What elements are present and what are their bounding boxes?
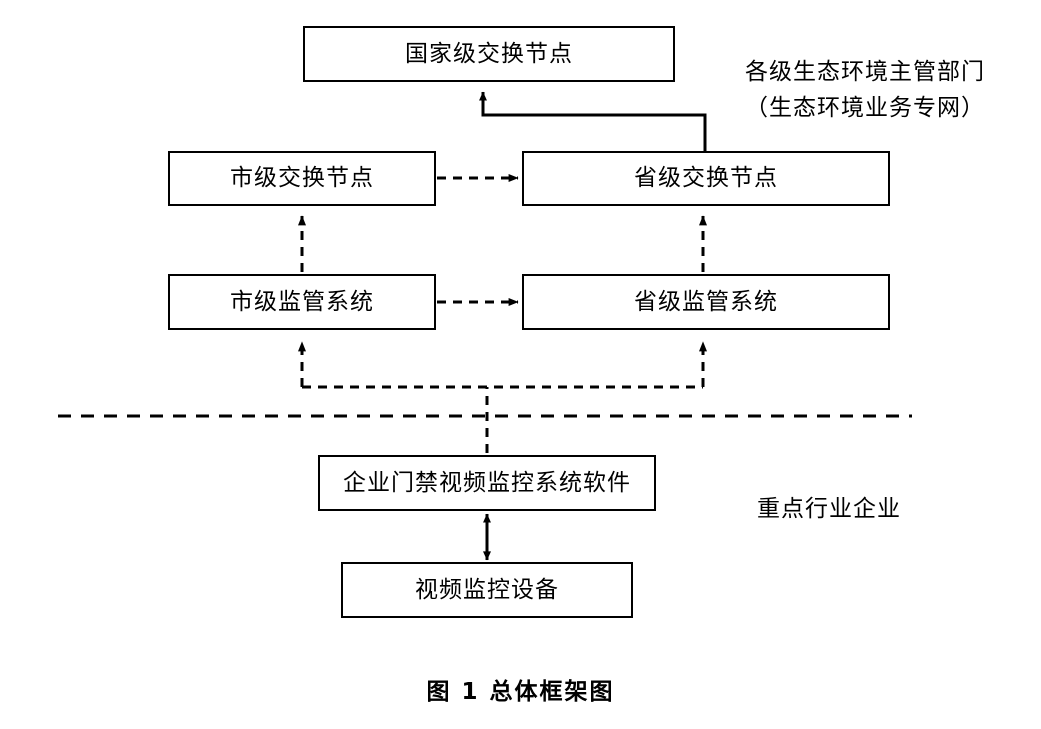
node-label: 国家级交换节点 xyxy=(405,40,573,67)
edge-software-to-supervision-systems xyxy=(298,341,707,453)
label-eco-authority: 各级生态环境主管部门 （生态环境业务专网） xyxy=(745,55,985,126)
edge-province-to-national xyxy=(479,91,707,151)
label-line-2: （生态环境业务专网） xyxy=(745,94,985,121)
node-video-surveillance-device[interactable]: 视频监控设备 xyxy=(341,562,633,618)
label-line-1: 重点行业企业 xyxy=(757,496,901,522)
node-label: 企业门禁视频监控系统软件 xyxy=(343,469,631,496)
node-city-supervision-system[interactable]: 市级监管系统 xyxy=(168,274,436,330)
node-city-exchange-node[interactable]: 市级交换节点 xyxy=(168,151,436,206)
node-label: 市级交换节点 xyxy=(230,165,374,191)
label-key-industry-enterprise: 重点行业企业 xyxy=(757,492,901,528)
node-enterprise-access-video-software[interactable]: 企业门禁视频监控系统软件 xyxy=(318,455,656,511)
node-province-supervision-system[interactable]: 省级监管系统 xyxy=(522,274,890,330)
node-province-exchange-node[interactable]: 省级交换节点 xyxy=(522,151,890,206)
node-national-exchange-node[interactable]: 国家级交换节点 xyxy=(303,26,675,82)
node-label: 省级监管系统 xyxy=(634,288,778,315)
node-label: 市级监管系统 xyxy=(230,288,374,315)
node-label: 视频监控设备 xyxy=(415,576,559,603)
figure-caption: 图 1 总体框架图 xyxy=(426,679,615,705)
label-line-1: 各级生态环境主管部门 xyxy=(745,59,985,85)
node-label: 省级交换节点 xyxy=(634,165,778,191)
